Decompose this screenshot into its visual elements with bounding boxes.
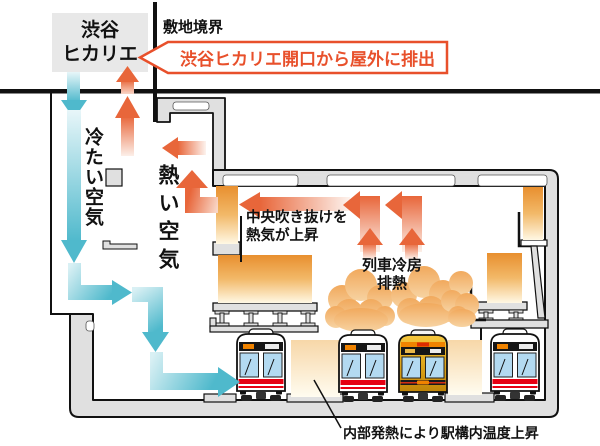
hikarie-building-label: 渋谷 ヒカリエ	[52, 13, 148, 72]
warm-glow	[448, 340, 482, 395]
exhaust-callout-bubble	[137, 40, 449, 75]
atrium-heat-column	[216, 186, 238, 244]
hikarie-line1: 渋谷	[80, 19, 119, 41]
atrium-line1: 中央吹き抜けを	[246, 210, 348, 226]
train-icon	[236, 328, 286, 402]
wall-molding	[85, 320, 95, 332]
exhaust-callout-label: 渋谷ヒカリエ開口から屋外に排出	[180, 50, 435, 69]
hot-air-label: 熱い空気	[156, 164, 179, 276]
atrium-label: 中央吹き抜けを 熱気が上昇	[246, 210, 348, 245]
escalator	[530, 245, 546, 319]
hikarie-line2: ヒカリエ	[61, 43, 138, 65]
underground-boundary-line	[50, 93, 70, 315]
heat-blocks	[216, 186, 543, 397]
train-icon	[338, 329, 388, 403]
site-boundary-label: 敷地境界	[163, 19, 224, 36]
ground-line	[0, 89, 600, 94]
hot-air-arrow	[115, 66, 425, 259]
cold-air-arrow	[61, 72, 240, 397]
mezzanine-right	[469, 212, 549, 340]
heat-block	[523, 187, 543, 240]
ceiling-vents	[222, 174, 548, 187]
entrance-corridor	[156, 97, 226, 171]
heat-block	[218, 255, 312, 303]
station-shell	[69, 169, 559, 418]
ledge-block	[102, 240, 138, 250]
train-ac-line1: 列車冷房	[361, 257, 422, 274]
bottom-leader-line	[313, 379, 342, 429]
train-ac-label: 列車冷房 排熱	[352, 257, 432, 292]
train-ac-line2: 排熱	[376, 274, 407, 292]
duct-block	[105, 168, 123, 187]
internal-heat-label: 内部発熱により駅構内温度上昇	[343, 425, 539, 441]
atrium-line2: 熱気が上昇	[246, 227, 319, 244]
mezzanine-left	[209, 302, 319, 333]
hikarie-building	[52, 13, 148, 72]
train-icon	[490, 328, 540, 402]
warm-glow	[291, 340, 340, 397]
steam-cloud-icon	[441, 271, 479, 327]
heat-block	[487, 253, 522, 303]
cold-air-label: 冷たい空気	[82, 127, 103, 227]
steam-cloud-icon	[325, 269, 395, 332]
train-icon	[398, 329, 448, 403]
